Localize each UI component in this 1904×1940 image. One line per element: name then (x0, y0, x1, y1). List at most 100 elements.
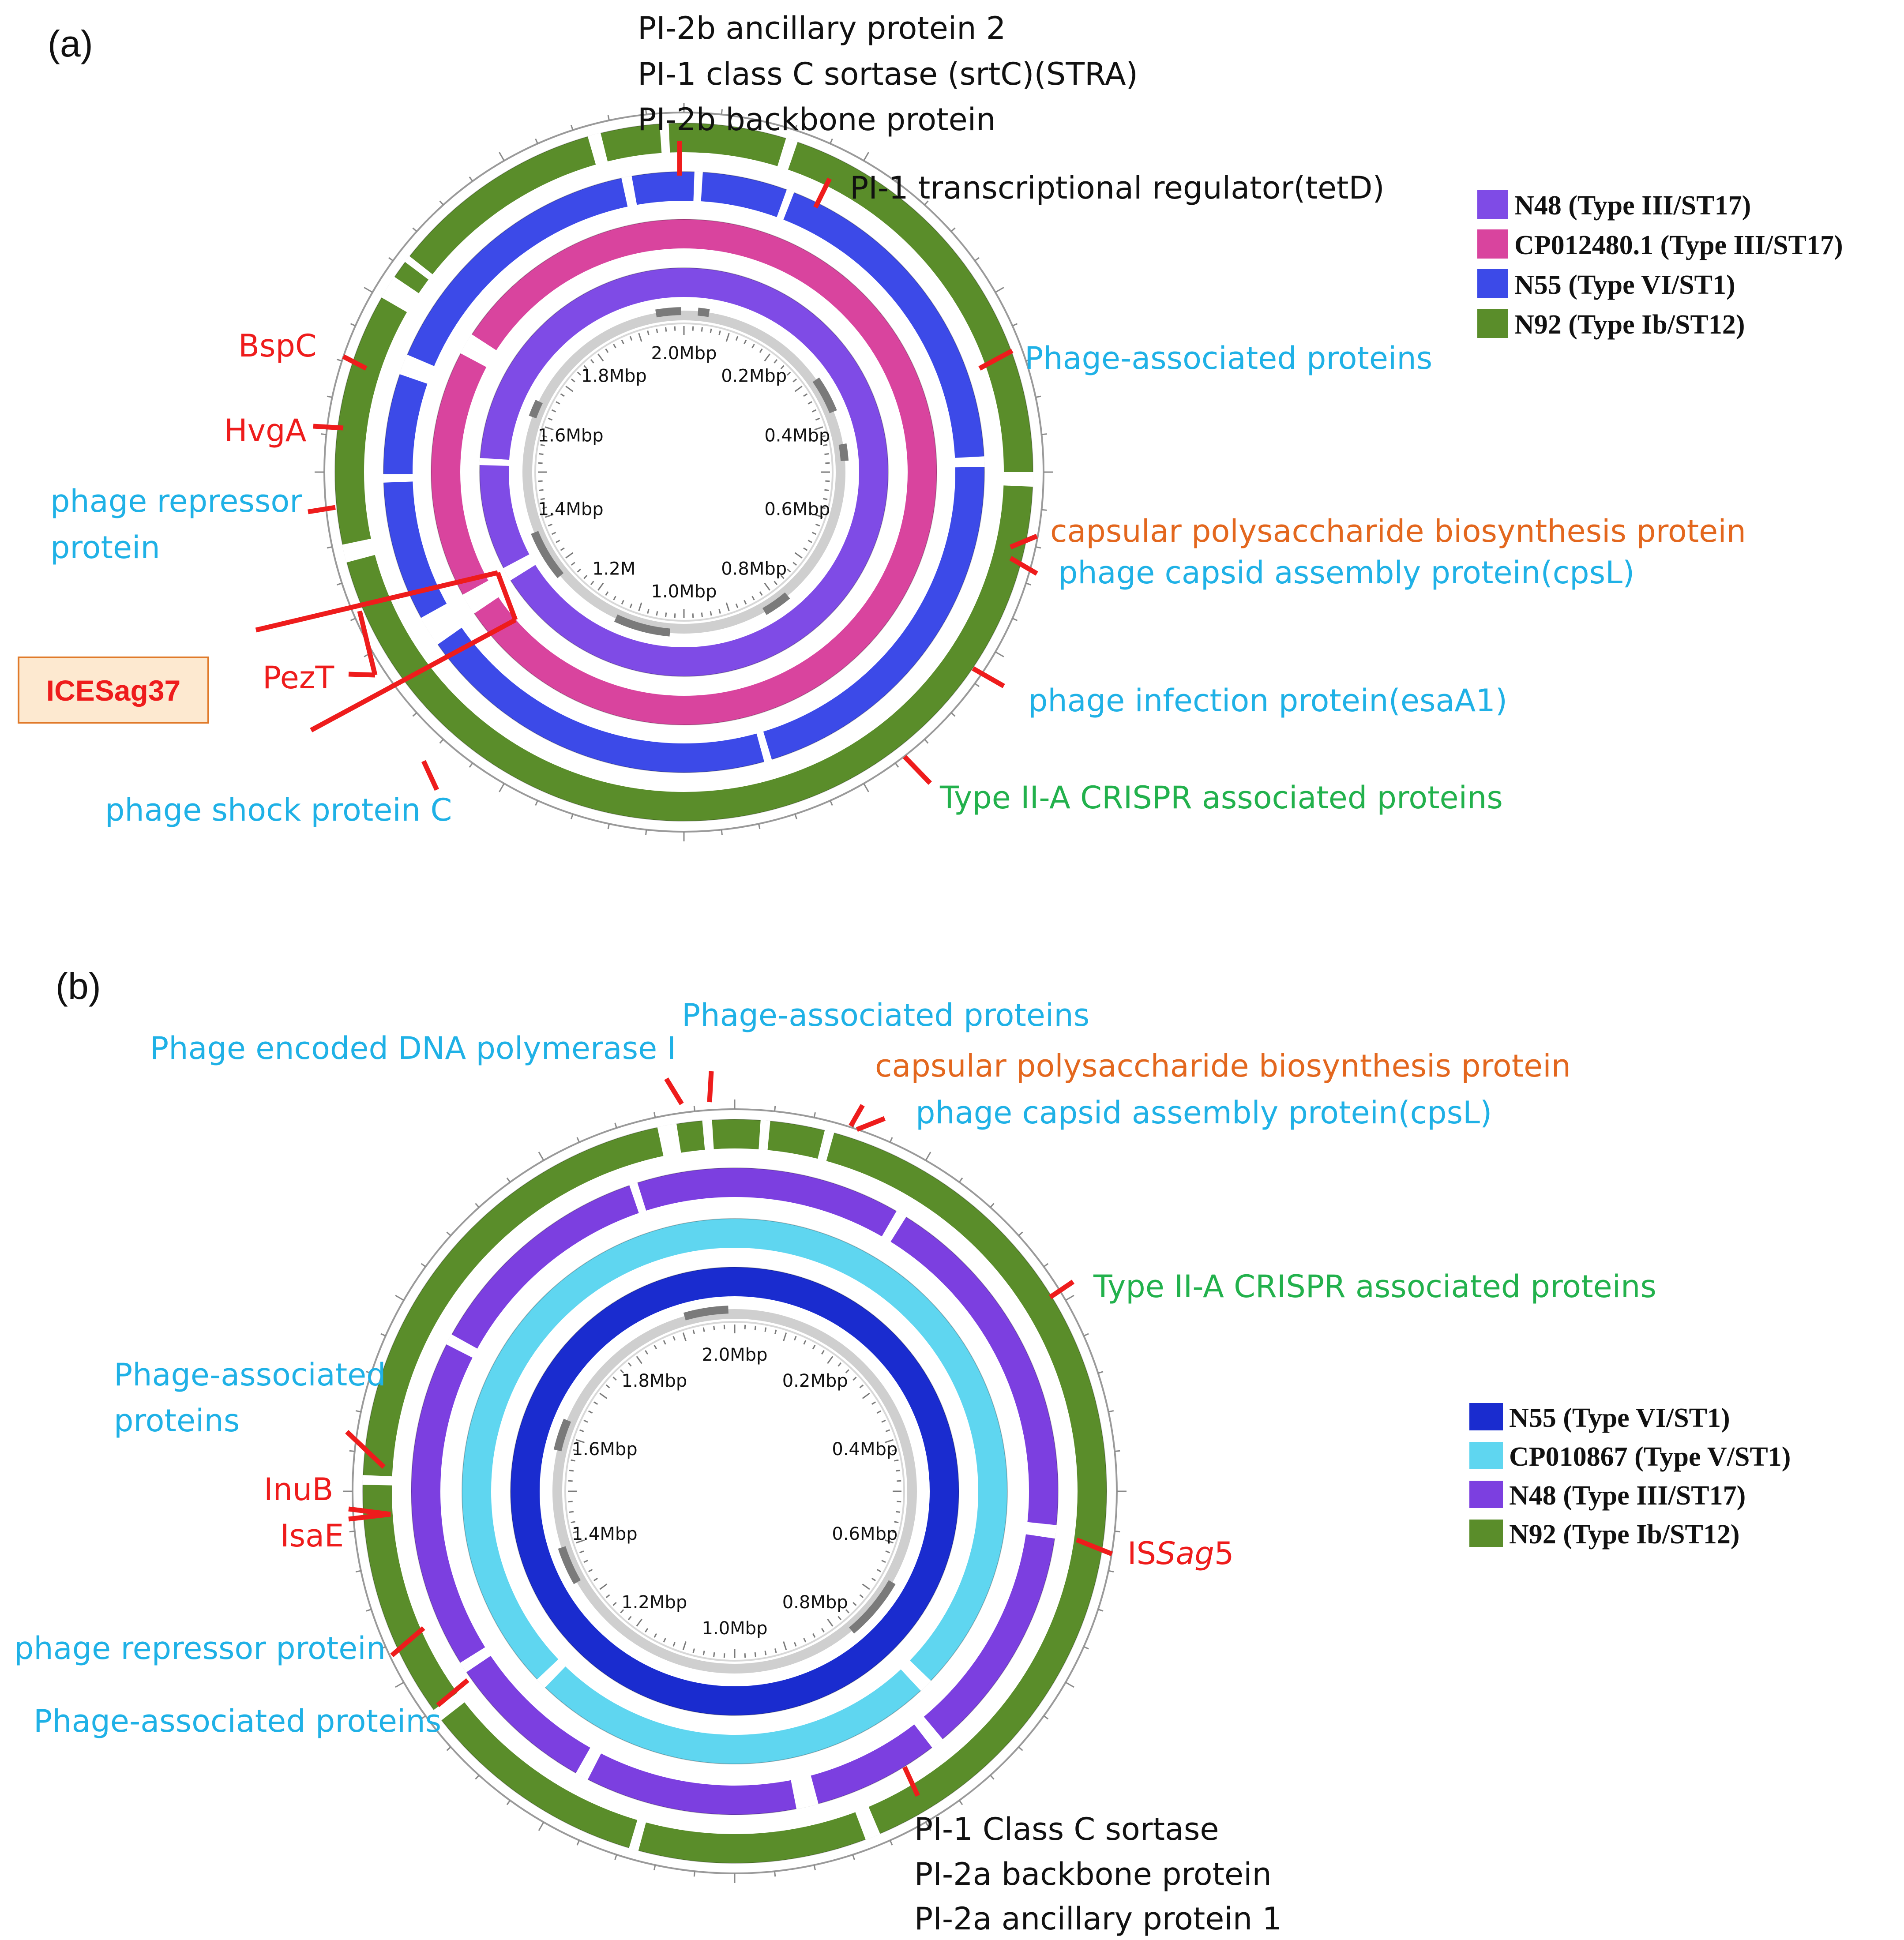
backbone-segment (838, 443, 849, 462)
scale-tick (812, 1345, 816, 1350)
outer-tick (475, 1775, 480, 1780)
ring-gap (756, 731, 772, 762)
ring-gap (362, 1475, 393, 1486)
scale-tick (571, 378, 575, 383)
scale-tick (612, 1602, 617, 1606)
scale-tick (629, 336, 633, 341)
scale-tick (682, 1332, 687, 1341)
outer-tick (894, 762, 899, 768)
scale-tick (786, 568, 791, 573)
leader-line (436, 1678, 469, 1707)
scale-tick (613, 596, 616, 600)
scale-tick (744, 600, 747, 605)
scale-tick (605, 1594, 610, 1599)
legend-entry: N92 (Type Ib/ST12) (1514, 310, 1745, 340)
outer-tick (614, 1122, 617, 1128)
scale-tick (794, 552, 803, 559)
outer-tick (830, 800, 833, 806)
outer-tick (499, 783, 505, 792)
leader-line (978, 349, 1014, 371)
outer-tick (327, 395, 333, 398)
outer-tick (1025, 359, 1031, 362)
scale-tick-label: 1.2Mbp (621, 1592, 687, 1613)
legend-entry: N55 (Type VI/ST1) (1514, 270, 1735, 300)
label-phage-associated-top: Phage-associated proteins (682, 997, 1089, 1033)
outer-tick (653, 1112, 656, 1118)
leader-line (903, 755, 932, 785)
backbone-segment (614, 614, 671, 637)
leader-line (313, 424, 344, 431)
scale-tick (556, 540, 560, 543)
scale-tick (823, 444, 828, 447)
outer-tick (576, 1137, 580, 1143)
ring-gap (855, 1806, 880, 1840)
outer-tick (321, 433, 327, 435)
outer-tick (364, 287, 373, 293)
scale-tick (627, 1362, 632, 1367)
label-bspc: BspC (238, 328, 317, 364)
scale-tick (599, 1584, 608, 1590)
ring-gap (759, 1120, 770, 1151)
scale-tick (803, 393, 808, 397)
panel-b-leader-lines (345, 1071, 1113, 1797)
scale-tick (837, 1616, 842, 1621)
scale-tick (702, 1651, 705, 1655)
scale-tick (583, 1560, 588, 1563)
outer-tick (421, 1263, 426, 1268)
scale-tick (605, 348, 609, 353)
outer-tick (830, 138, 833, 144)
scale-tick (588, 1410, 593, 1414)
scale-tick (613, 344, 616, 349)
scale-tick (811, 409, 817, 413)
issag5-prefix: IS (1127, 1535, 1156, 1572)
label-phage-repressor: phage repressor protein (14, 1630, 386, 1666)
leader-line (1048, 1280, 1075, 1299)
scale-tick (590, 581, 594, 585)
scale-tick (605, 591, 609, 596)
ring-gap (479, 458, 510, 466)
scale-tick (597, 353, 604, 362)
outer-tick (1018, 1231, 1023, 1236)
scale-tick (692, 1329, 695, 1334)
outer-tick (1098, 1371, 1104, 1374)
outer-tick (506, 1800, 511, 1805)
scale-tick (759, 591, 763, 596)
panel-b-circular-map: 2.0Mbp0.2Mbp0.4Mbp0.6Mbp0.8Mbp1.0Mbp1.2M… (343, 1099, 1127, 1883)
scale-tick-label: 0.6Mbp (832, 1524, 898, 1544)
label-phage-repressor-line1: phage repressor (50, 483, 302, 519)
label-phage-shock: phage shock protein C (105, 792, 452, 828)
ring-gap (537, 1659, 566, 1688)
backbone-segment (531, 531, 564, 578)
outer-tick (958, 1800, 963, 1805)
scale-tick (583, 574, 588, 579)
leader-line (664, 1077, 684, 1105)
ring-gap (460, 1647, 491, 1673)
ring-gap (405, 256, 433, 280)
scale-tick (815, 523, 820, 527)
scale-tick (794, 1642, 797, 1647)
scale-tick (627, 1616, 632, 1621)
backbone-inner-circle (564, 1321, 905, 1662)
outer-tick (607, 115, 610, 121)
scale-tick (565, 552, 574, 559)
label-issag5: ISSag5 (1127, 1535, 1234, 1572)
outer-tick (395, 1295, 404, 1301)
scale-tick (725, 602, 730, 612)
ring-gap (657, 1123, 681, 1156)
scale-tick (859, 1384, 864, 1388)
outer-tick (1041, 433, 1047, 435)
ring-gap (621, 176, 637, 207)
outer-tick (538, 1152, 545, 1161)
scale-tick (710, 611, 712, 616)
ring-gap (881, 1211, 906, 1242)
outer-tick (349, 1531, 355, 1533)
ring-gap (629, 1182, 646, 1214)
scale-tick (821, 1628, 825, 1632)
outer-tick (1043, 1715, 1049, 1720)
label-cpsl: phage capsid assembly protein(cpsL) (1058, 555, 1634, 591)
panel-a-legend: N48 (Type III/ST17) CP012480.1 (Type III… (1477, 190, 1843, 340)
ring-gap (587, 132, 608, 165)
ring-gap (342, 538, 376, 563)
scale-tick (540, 444, 545, 447)
scale-tick (663, 1638, 666, 1643)
